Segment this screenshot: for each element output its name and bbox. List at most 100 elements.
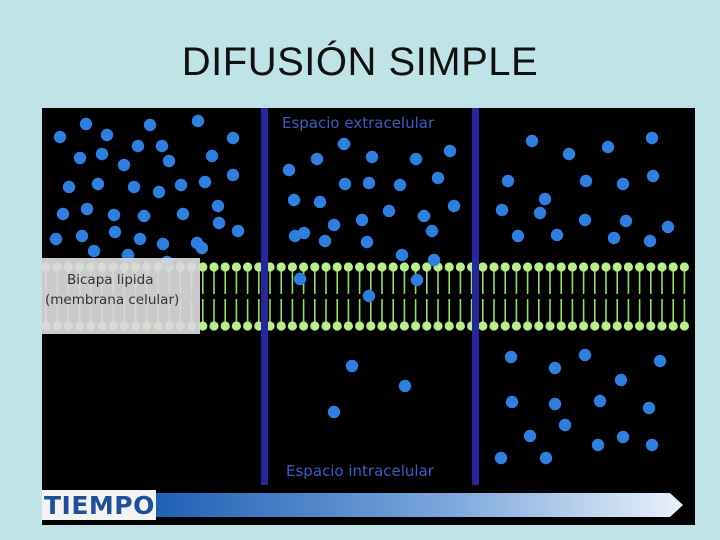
- molecule: [73, 151, 87, 165]
- molecule: [558, 418, 572, 432]
- molecule: [447, 199, 461, 213]
- molecule: [614, 373, 628, 387]
- lipid-head: [567, 262, 578, 272]
- lipid-head: [366, 321, 376, 331]
- molecule: [195, 241, 209, 255]
- lipid-head: [612, 321, 622, 331]
- molecule: [155, 139, 169, 153]
- molecule: [616, 177, 630, 191]
- molecule: [593, 394, 607, 408]
- bilayer-label-box: [42, 258, 200, 334]
- lipid-head: [287, 321, 297, 331]
- molecule: [91, 177, 105, 191]
- molecule: [327, 405, 341, 419]
- molecule: [87, 244, 101, 258]
- lipid-head: [231, 262, 241, 272]
- lipid-head: [198, 262, 208, 272]
- molecule: [95, 147, 109, 161]
- molecule: [533, 206, 547, 220]
- molecule: [550, 228, 564, 242]
- time-arrow-shape: [152, 493, 683, 517]
- lipid-head: [646, 262, 656, 272]
- molecule: [100, 128, 114, 142]
- lipid-head: [523, 321, 533, 331]
- molecule: [427, 253, 441, 267]
- molecule: [327, 218, 341, 232]
- lipid-head: [646, 321, 656, 331]
- molecule: [226, 168, 240, 182]
- molecule: [579, 174, 593, 188]
- molecule: [211, 199, 225, 213]
- molecule: [205, 149, 219, 163]
- molecule: [127, 180, 141, 194]
- lipid-head: [321, 262, 331, 272]
- lipid-head: [579, 321, 589, 331]
- time-label: TIEMPO: [42, 490, 156, 520]
- lipid-head: [377, 321, 387, 331]
- lipid-head: [422, 321, 432, 331]
- lipid-head: [657, 262, 667, 272]
- time-arrow: [152, 493, 683, 517]
- molecule: [619, 214, 633, 228]
- lipid-head: [299, 262, 309, 272]
- lipid-head: [657, 321, 667, 331]
- lipid-head: [556, 321, 566, 331]
- lipid-head: [545, 321, 555, 331]
- diffusion-figure: Bicapa lipida (membrana celular) Espacio…: [42, 108, 695, 525]
- molecule: [365, 150, 379, 164]
- lipid-head: [310, 262, 320, 272]
- molecule: [133, 232, 147, 246]
- molecule: [643, 234, 657, 248]
- lipid-head: [276, 321, 286, 331]
- slide-title: DIFUSIÓN SIMPLE: [181, 40, 539, 84]
- molecule: [143, 118, 157, 132]
- lipid-head: [668, 321, 678, 331]
- molecule: [79, 117, 93, 131]
- lipid-head: [444, 262, 454, 272]
- molecule: [362, 176, 376, 190]
- molecule: [504, 350, 518, 364]
- lipid-head: [388, 321, 398, 331]
- lipid-head: [668, 262, 678, 272]
- molecule: [198, 175, 212, 189]
- molecule: [162, 154, 176, 168]
- molecule: [525, 134, 539, 148]
- molecule: [53, 130, 67, 144]
- molecule: [431, 171, 445, 185]
- lipid-head: [601, 262, 611, 272]
- molecule: [443, 144, 457, 158]
- intracellular-label: Espacio intracelular: [286, 462, 434, 480]
- lipid-head: [534, 262, 544, 272]
- lipid-head: [523, 262, 533, 272]
- lipid-head: [590, 262, 600, 272]
- lipid-head: [433, 321, 443, 331]
- molecule: [310, 152, 324, 166]
- molecule: [410, 273, 424, 287]
- molecule: [607, 231, 621, 245]
- molecule: [56, 207, 70, 221]
- lipid-head: [455, 262, 465, 272]
- lipid-head: [556, 262, 566, 272]
- molecule: [562, 147, 576, 161]
- molecule: [75, 229, 89, 243]
- molecule: [538, 192, 552, 206]
- molecule: [345, 359, 359, 373]
- lipid-head: [411, 321, 421, 331]
- lipid-head: [567, 321, 578, 331]
- molecule: [360, 235, 374, 249]
- molecule: [282, 163, 296, 177]
- lipid-head: [220, 262, 230, 272]
- molecule: [653, 354, 667, 368]
- molecule: [646, 169, 660, 183]
- molecule: [591, 438, 605, 452]
- molecule: [548, 361, 562, 375]
- molecule: [131, 139, 145, 153]
- lipid-head: [478, 262, 488, 272]
- molecule: [355, 213, 369, 227]
- molecules: [49, 114, 675, 465]
- molecule: [313, 195, 327, 209]
- molecule: [501, 174, 515, 188]
- panel-dividers: [261, 108, 479, 485]
- lipid-head: [332, 262, 342, 272]
- molecule: [578, 348, 592, 362]
